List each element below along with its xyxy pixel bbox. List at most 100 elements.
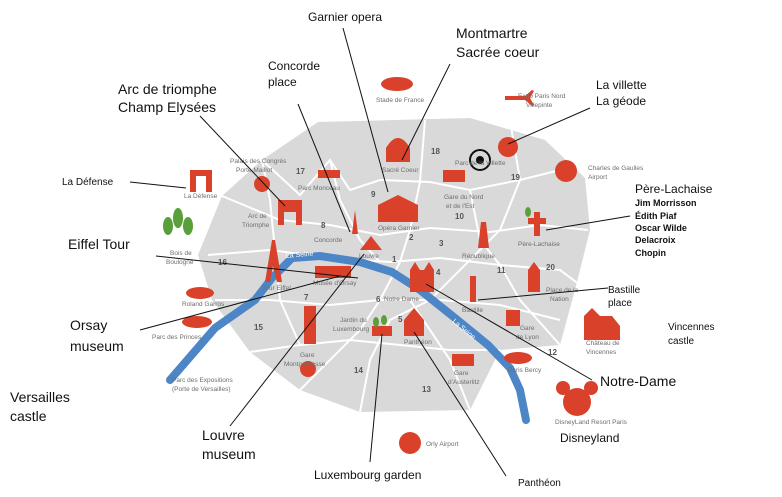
label-expo-paris-nord-2: Villepinte bbox=[526, 102, 553, 109]
airport-cdg-icon bbox=[555, 160, 577, 182]
luxembourg-garden-icon bbox=[372, 326, 392, 336]
arr-11: 11 bbox=[497, 266, 506, 275]
ann-la-defense: La Défense bbox=[62, 177, 114, 188]
label-jardin-lux-2: Luxembourg bbox=[333, 326, 370, 333]
chateau-vincennes-icon bbox=[584, 308, 620, 340]
ann-eiffel-tour: Eiffel Tour bbox=[68, 236, 130, 252]
arr-17: 17 bbox=[296, 167, 305, 176]
arr-3: 3 bbox=[439, 239, 444, 248]
ann-versailles-1: Versailles bbox=[10, 389, 70, 405]
label-chateau-vincennes-1: Château de bbox=[586, 340, 620, 347]
annotations: Garnier opera Montmartre Sacrée coeur Co… bbox=[10, 10, 715, 489]
label-gare-montparnasse-2: Montparnasse bbox=[284, 361, 326, 368]
label-cdg-2: Airport bbox=[588, 174, 607, 181]
ann-jim-morrisson: Jim Morrisson bbox=[635, 198, 697, 208]
ann-orsay-1: Orsay bbox=[70, 317, 107, 333]
arr-16: 16 bbox=[218, 258, 227, 267]
ann-vincennes-1: Vincennes bbox=[668, 322, 715, 333]
louvre-pyramid-icon bbox=[360, 236, 382, 250]
expositions-icon bbox=[300, 361, 316, 377]
notre-dame-icon bbox=[410, 262, 434, 292]
label-place-nation-1: Place de la bbox=[546, 287, 579, 294]
arr-12: 12 bbox=[548, 348, 557, 357]
parc-princes-icon bbox=[182, 316, 212, 328]
arr-7: 7 bbox=[304, 293, 309, 302]
label-chateau-vincennes-2: Vincennes bbox=[586, 349, 617, 356]
palais-congres-icon bbox=[254, 176, 270, 192]
label-sacre-coeur: Sacré Coeur bbox=[382, 167, 419, 174]
label-musee-orsay: Musée d'Orsay bbox=[313, 280, 357, 287]
arr-4: 4 bbox=[436, 268, 441, 277]
ann-concorde-2: place bbox=[268, 75, 297, 89]
label-disneyland-resort: DisneyLand Resort Paris bbox=[555, 419, 628, 426]
parc-monceau-icon bbox=[318, 170, 340, 178]
geode-icon bbox=[498, 137, 518, 157]
mickey-ear-left-icon bbox=[556, 381, 570, 395]
seine-label: La Seine bbox=[286, 251, 314, 260]
tree-icon bbox=[173, 208, 183, 228]
plane-icon bbox=[505, 90, 534, 106]
label-parc-expositions-1: Parc des Expositions bbox=[172, 377, 233, 384]
arr-10: 10 bbox=[455, 212, 464, 221]
label-notre-dame: Notre Dame bbox=[384, 296, 419, 303]
ann-pere-lachaise: Père-Lachaise bbox=[635, 182, 713, 196]
arr-9: 9 bbox=[371, 190, 376, 199]
bercy-icon bbox=[504, 352, 532, 364]
label-jardin-lux-1: Jardin du bbox=[340, 317, 367, 324]
label-pantheon: Panthéon bbox=[404, 339, 432, 346]
ann-louvre-1: Louvre bbox=[202, 427, 245, 443]
pantheon-icon bbox=[404, 308, 424, 336]
pere-lachaise-icon bbox=[528, 212, 546, 236]
label-la-defense: La Défense bbox=[184, 193, 218, 200]
label-bois-boulogne-1: Bois de bbox=[170, 250, 192, 257]
label-parc-princes: Parc des Princes bbox=[152, 334, 202, 341]
label-gare-nord-2: et de l'Est bbox=[446, 203, 475, 210]
seine-river bbox=[166, 251, 530, 424]
ann-luxembourg: Luxembourg garden bbox=[314, 468, 421, 482]
label-parc-monceau: Parc Monceau bbox=[298, 185, 340, 192]
arr-14: 14 bbox=[354, 366, 363, 375]
label-arc-1: Arc de bbox=[248, 213, 267, 220]
ann-garnier-opera: Garnier opera bbox=[308, 10, 382, 24]
arrondissement-numbers: 1 2 3 4 5 6 7 8 9 10 11 12 13 14 15 16 1… bbox=[218, 147, 557, 394]
arr-5: 5 bbox=[398, 315, 403, 324]
ann-orsay-2: museum bbox=[70, 338, 124, 354]
arr-13: 13 bbox=[422, 385, 431, 394]
place-labels: Stade de France Sacré Coeur Expo Paris N… bbox=[152, 93, 644, 448]
ann-oscar-wilde: Oscar Wilde bbox=[635, 223, 687, 233]
arr-2: 2 bbox=[409, 233, 414, 242]
ann-delacroix: Delacroix bbox=[635, 235, 676, 245]
arr-8: 8 bbox=[321, 221, 326, 230]
ann-pantheon: Panthéon bbox=[518, 478, 561, 489]
label-arc-2: Triomphe bbox=[242, 222, 270, 229]
tree-icon bbox=[183, 217, 193, 235]
label-palais-congres-1: Palais des Congrès bbox=[230, 158, 287, 165]
eiffel-tower-icon bbox=[265, 240, 282, 282]
label-gare-austerlitz-2: d'Austerlitz bbox=[448, 379, 480, 386]
republique-icon bbox=[478, 222, 489, 248]
label-cdg-1: Charles de Gaulles bbox=[588, 165, 644, 172]
tree-icon bbox=[373, 317, 379, 327]
arr-1: 1 bbox=[392, 255, 397, 264]
musee-orsay-icon bbox=[315, 266, 351, 278]
gare-nord-icon bbox=[443, 170, 465, 182]
label-concorde: Concorde bbox=[314, 237, 343, 244]
gare-lyon-icon bbox=[506, 310, 520, 326]
mickey-ear-right-icon bbox=[584, 381, 598, 395]
ann-montmartre: Montmartre bbox=[456, 25, 528, 41]
label-gare-austerlitz-1: Gare bbox=[454, 370, 469, 377]
ann-notre-dame: Notre-Dame bbox=[600, 373, 676, 389]
arr-20: 20 bbox=[546, 263, 555, 272]
stadium-icon bbox=[381, 77, 413, 91]
arc-triomphe-icon bbox=[278, 200, 302, 225]
ann-vincennes-2: castle bbox=[668, 336, 695, 347]
tree-icon bbox=[525, 207, 531, 217]
arr-19: 19 bbox=[511, 173, 520, 182]
ann-bastille-2: place bbox=[608, 298, 632, 309]
label-orly-airport: Orly Airport bbox=[426, 441, 459, 448]
arr-18: 18 bbox=[431, 147, 440, 156]
label-gare-lyon-1: Gare bbox=[520, 325, 535, 332]
label-gare-nord-1: Gare du Nord bbox=[444, 194, 484, 201]
ann-louvre-2: museum bbox=[202, 446, 256, 462]
